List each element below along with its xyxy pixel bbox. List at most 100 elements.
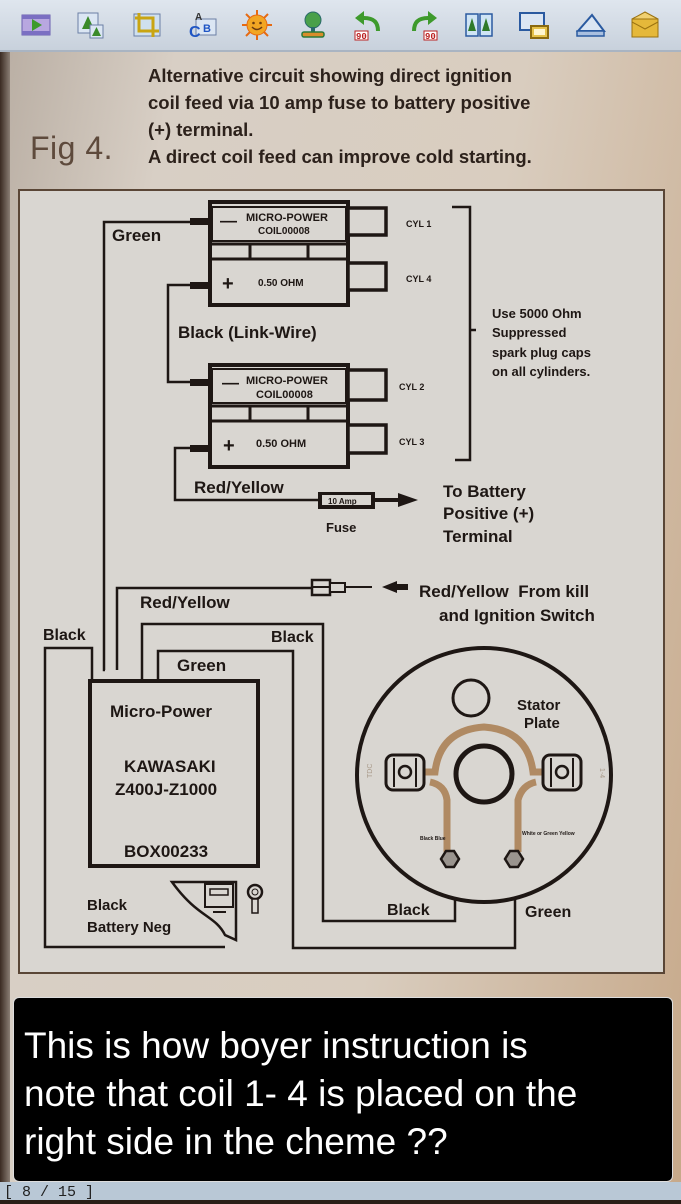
fuse-label: Fuse (326, 520, 356, 535)
label-cyl4: CYL 4 (406, 274, 431, 284)
label-black-box: Black (271, 629, 314, 646)
film-play-icon (21, 14, 51, 36)
slideshow-button[interactable] (19, 8, 53, 42)
crop-button[interactable] (130, 8, 164, 42)
wire-green-box (156, 649, 517, 950)
thumbnail-button[interactable] (74, 8, 108, 42)
control-box: Micro-Power KAWASAKI Z400J-Z1000 BOX0023… (88, 679, 260, 868)
user-comment-overlay: This is how boyer instruction is note th… (13, 997, 673, 1182)
svg-text:Red/Yellow From kill: Red/Yellow From kill (419, 582, 589, 601)
label-cyl1: CYL 1 (406, 219, 431, 229)
label-red-yellow-fuse: Red/Yellow (194, 478, 285, 497)
battery-neg-terminal: Black Battery Neg (87, 880, 264, 942)
svg-text:0.50 OHM: 0.50 OHM (256, 438, 306, 450)
terminal-black (439, 849, 461, 869)
label-green-box: Green (177, 656, 226, 675)
svg-text:MICRO-POWER: MICRO-POWER (246, 375, 328, 387)
svg-text:Suppressed: Suppressed (492, 325, 566, 340)
wire-green-top (102, 220, 200, 672)
page-counter: [ 8 / 15 ] (4, 1184, 95, 1201)
coil-bottom: — MICRO-POWER COIL00008 + 0.50 OHM CYL 2… (208, 363, 424, 469)
rotate-right-90-icon: 90 (411, 11, 438, 41)
svg-text:COIL00008: COIL00008 (256, 389, 313, 401)
caption-line: coil feed via 10 amp fuse to battery pos… (148, 92, 531, 113)
fuse-rating: 10 Amp (328, 497, 357, 506)
svg-text:and Ignition Switch: and Ignition Switch (439, 606, 595, 625)
svg-text:90: 90 (356, 32, 367, 41)
label-red-yellow-box: Red/Yellow (140, 593, 231, 612)
svg-text:MICRO-POWER: MICRO-POWER (246, 212, 328, 224)
wire-black-left (43, 646, 225, 949)
svg-text:To Battery: To Battery (443, 482, 526, 501)
caption-line: Alternative circuit showing direct ignit… (148, 65, 512, 86)
svg-text:Positive (+): Positive (+) (443, 504, 534, 523)
caption-line: (+) terminal. (148, 119, 254, 140)
compare-button[interactable] (462, 8, 496, 42)
status-bar: [ 8 / 15 ] (0, 1182, 681, 1201)
svg-text:on all cylinders.: on all cylinders. (492, 364, 590, 379)
stamp-icon (300, 11, 325, 38)
figure-caption: Alternative circuit showing direct ignit… (148, 62, 532, 170)
svg-text:White or Green Yellow: White or Green Yellow (522, 831, 575, 837)
terminal-green (503, 849, 525, 869)
svg-text:A: A (195, 12, 202, 23)
photo-dark-edge (0, 52, 10, 1182)
svg-text:C: C (189, 24, 201, 41)
label-cyl3: CYL 3 (399, 437, 424, 447)
svg-text:spark plug caps: spark plug caps (492, 345, 591, 360)
svg-text:—: — (222, 373, 239, 392)
envelope-icon (631, 11, 659, 38)
monitor-icon (519, 12, 550, 39)
svg-text:Stator: Stator (517, 697, 561, 714)
svg-text:TDC: TDC (367, 764, 374, 778)
label-cyl2: CYL 2 (399, 382, 424, 392)
wire-red-yellow-fuse (173, 446, 318, 502)
arrow-from-switch (382, 581, 397, 593)
svg-text:+: + (222, 273, 234, 295)
svg-text:Battery Neg: Battery Neg (87, 919, 171, 936)
plug-cap-note: Use 5000 Ohm Suppressed spark plug caps … (492, 306, 591, 379)
fullscreen-button[interactable] (517, 8, 551, 42)
scanner-icon (575, 13, 606, 37)
rotate-right-button[interactable]: 90 (407, 8, 441, 42)
wire-black-link (166, 283, 210, 384)
label-black-bottom: Black (387, 902, 430, 919)
svg-text:B: B (203, 23, 211, 35)
label-black-left: Black (43, 627, 86, 644)
svg-text:90: 90 (425, 32, 436, 41)
svg-text:0.50 OHM: 0.50 OHM (258, 278, 304, 289)
caption-line: A direct coil feed can improve cold star… (148, 146, 532, 167)
plug-cap-bracket (452, 205, 476, 462)
svg-text:KAWASAKI: KAWASAKI (124, 757, 216, 776)
svg-text:Use 5000 Ohm: Use 5000 Ohm (492, 306, 582, 321)
svg-text:COIL00008: COIL00008 (258, 226, 310, 237)
svg-text:Micro-Power: Micro-Power (110, 702, 212, 721)
rotate-left-90-icon: 90 (354, 11, 381, 41)
email-button[interactable] (628, 8, 662, 42)
crop-icon (133, 13, 161, 37)
label-link-wire: Black (Link-Wire) (178, 323, 317, 342)
svg-text:Terminal: Terminal (443, 527, 513, 546)
comment-line: This is how boyer instruction is (24, 1025, 528, 1066)
comment-line: right side in the cheme ?? (24, 1121, 448, 1162)
wiring-diagram: Green — MICRO-POWER COIL00008 + 0.50 OHM… (18, 189, 665, 974)
arrow-to-battery (398, 493, 418, 507)
battery-target-label: To Battery Positive (+) Terminal (443, 482, 534, 546)
acquire-button[interactable] (296, 8, 330, 42)
rotate-left-button[interactable]: 90 (351, 8, 385, 42)
kill-switch-label: Red/Yellow From kill and Ignition Switch (419, 582, 595, 625)
svg-text:Black Blue: Black Blue (420, 836, 446, 842)
figure-label: Fig 4. (30, 130, 114, 166)
svg-text:Plate: Plate (524, 715, 560, 732)
coil-top: — MICRO-POWER COIL00008 + 0.50 OHM CYL 1… (208, 200, 431, 307)
svg-text:Z400J-Z1000: Z400J-Z1000 (115, 780, 217, 799)
wire-red-yellow-box (115, 586, 312, 670)
comment-line: note that coil 1- 4 is placed on the (24, 1073, 578, 1114)
svg-text:—: — (220, 211, 237, 230)
adjust-colors-button[interactable] (240, 8, 274, 42)
scan-button[interactable] (573, 8, 607, 42)
label-green-top: Green (112, 226, 161, 245)
